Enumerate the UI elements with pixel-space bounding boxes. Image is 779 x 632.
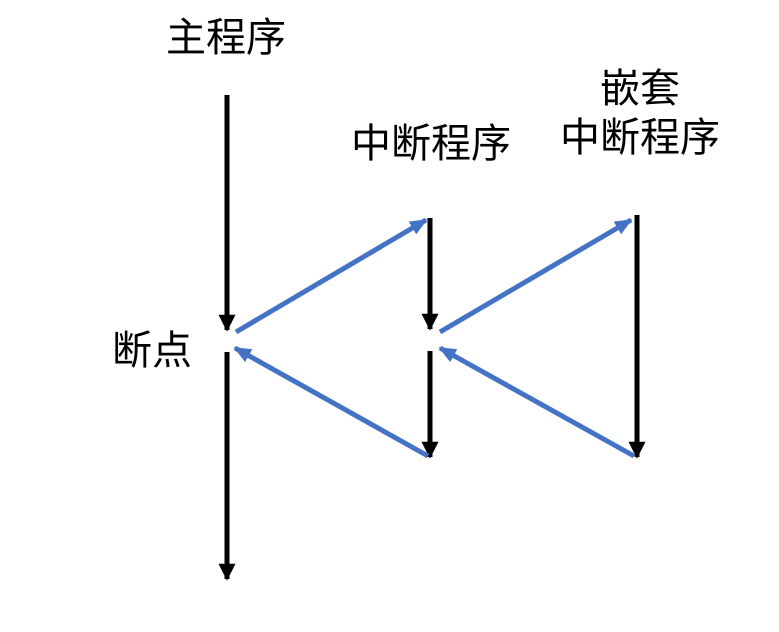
return-from-nested-arrow (438, 345, 636, 459)
return-to-main-arrow (233, 345, 430, 459)
nested-interrupt-label-line2: 中断程序 (560, 115, 720, 161)
call-interrupt-arrow (234, 217, 428, 335)
interrupt-routine-label: 中断程序 (351, 121, 511, 167)
call-nested-interrupt-arrow (438, 217, 633, 335)
nested-interrupt-label-line1: 嵌套 (600, 66, 680, 112)
breakpoint-label: 断点 (112, 328, 192, 374)
nested-interrupt-label: 嵌套 中断程序 (552, 65, 728, 163)
main-program-label: 主程序 (166, 15, 286, 61)
